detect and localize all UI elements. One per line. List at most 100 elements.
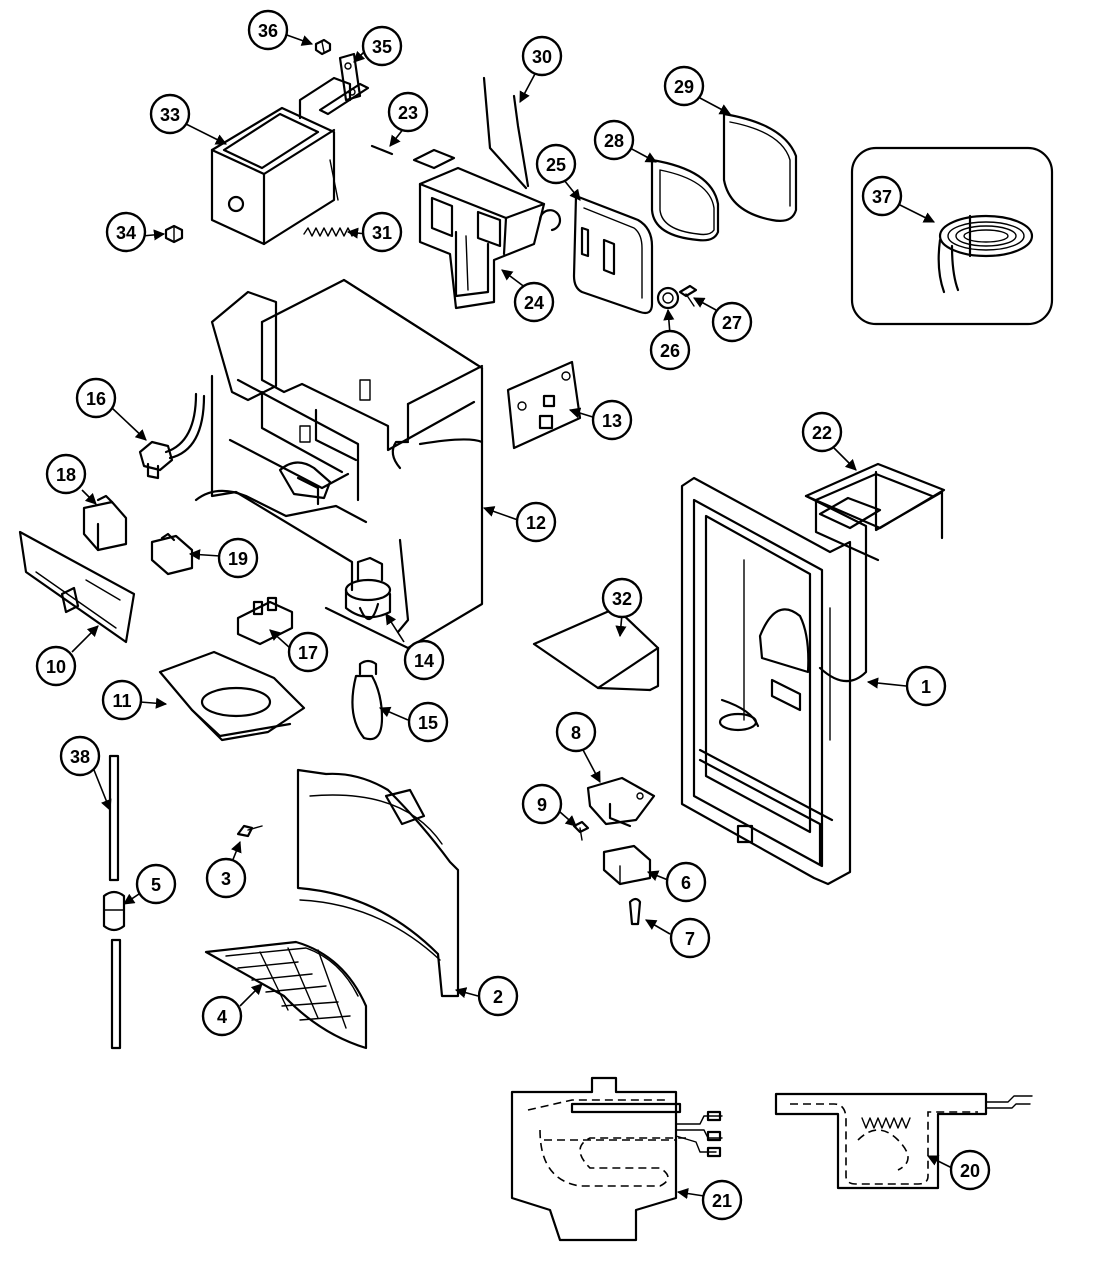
callout-4: 4: [201, 995, 243, 1037]
part-18-switch: [82, 494, 128, 552]
callout-label: 11: [112, 691, 131, 711]
callout-circle: [905, 665, 947, 707]
callout-label: 28: [604, 131, 624, 151]
callout-circle: [201, 995, 243, 1037]
part-29-flap: [722, 112, 798, 222]
callout-label: 26: [660, 341, 680, 361]
part-23-pin: [370, 144, 394, 156]
part-10-panel: [18, 530, 136, 644]
part-3-screw: [236, 824, 263, 838]
part-27-screw: [678, 284, 698, 307]
callout-15: 15: [407, 701, 449, 743]
callout-31: 31: [361, 211, 403, 253]
callout-circle: [521, 35, 563, 77]
callout-30: 30: [521, 35, 563, 77]
callout-label: 21: [712, 1191, 732, 1211]
callout-27: 27: [711, 301, 753, 343]
part-8-bracket: [586, 776, 656, 828]
callout-label: 9: [537, 795, 547, 815]
part-38-tube: [108, 754, 122, 1050]
callout-14: 14: [403, 639, 445, 681]
callout-circle: [287, 631, 329, 673]
part-17-connector: [236, 596, 294, 646]
part-30-wire: [482, 76, 530, 190]
callout-20: 20: [949, 1149, 991, 1191]
part-16-sensor: [138, 392, 206, 480]
callout-label: 20: [960, 1161, 980, 1181]
callout-circle: [601, 577, 643, 619]
callout-36: 36: [247, 9, 289, 51]
callout-28: 28: [593, 119, 635, 161]
part-21-heater: [510, 1076, 723, 1242]
callout-label: 15: [418, 713, 438, 733]
part-22-chute: [804, 462, 946, 562]
callout-circle: [593, 119, 635, 161]
callout-circle: [45, 453, 87, 495]
callout-circle: [649, 329, 691, 371]
callout-circle: [711, 301, 753, 343]
part-20-heater: [774, 1092, 1033, 1190]
callout-label: 24: [524, 293, 544, 313]
callout-circle: [247, 9, 289, 51]
callout-1: 1: [905, 665, 947, 707]
callout-label: 13: [602, 411, 622, 431]
part-15-bulb: [351, 659, 384, 741]
callout-23: 23: [387, 91, 429, 133]
callout-label: 38: [70, 747, 90, 767]
part-4-grille: [204, 940, 368, 1050]
callout-label: 30: [532, 47, 552, 67]
callout-circle: [135, 863, 177, 905]
callout-circle: [361, 25, 403, 67]
callout-29: 29: [663, 65, 705, 107]
callout-label: 7: [685, 929, 695, 949]
callout-circle: [361, 211, 403, 253]
part-33-solenoid: [210, 76, 370, 246]
part-19-switch: [150, 532, 194, 576]
callout-circle: [555, 711, 597, 753]
callout-label: 12: [526, 513, 546, 533]
part-34-screw: [164, 224, 184, 244]
callout-circle: [515, 501, 557, 543]
part-28-gasket: [650, 158, 720, 242]
part-2-panel: [296, 768, 460, 998]
callout-6: 6: [665, 861, 707, 903]
callout-label: 34: [116, 223, 136, 243]
callout-circle: [513, 281, 555, 323]
callout-label: 37: [872, 187, 892, 207]
part-12-housing: [194, 278, 484, 650]
callout-3: 3: [205, 857, 247, 899]
callout-21: 21: [701, 1179, 743, 1221]
callout-label: 31: [372, 223, 392, 243]
callout-circle: [35, 645, 77, 687]
callout-circle: [701, 1179, 743, 1221]
callout-circle: [149, 93, 191, 135]
callout-circle: [669, 917, 711, 959]
callout-label: 32: [612, 589, 632, 609]
callout-35: 35: [361, 25, 403, 67]
callout-label: 14: [414, 651, 434, 671]
callout-34: 34: [105, 211, 147, 253]
callout-label: 18: [56, 465, 76, 485]
callout-19: 19: [217, 537, 259, 579]
callout-5: 5: [135, 863, 177, 905]
callout-13: 13: [591, 399, 633, 441]
callout-38: 38: [59, 735, 101, 777]
callout-circle: [403, 639, 445, 681]
callout-circle: [521, 783, 563, 825]
part-32-shelf: [532, 606, 660, 692]
callout-circle: [101, 679, 143, 721]
callout-24: 24: [513, 281, 555, 323]
callout-label: 36: [258, 21, 278, 41]
callout-22: 22: [801, 411, 843, 453]
callout-circle: [59, 735, 101, 777]
callout-circle: [535, 143, 577, 185]
callout-33: 33: [149, 93, 191, 135]
callout-label: 6: [681, 873, 691, 893]
callout-8: 8: [555, 711, 597, 753]
part-11-tray: [158, 650, 306, 742]
callout-label: 3: [221, 869, 231, 889]
callout-circle: [205, 857, 247, 899]
callout-11: 11: [101, 679, 143, 721]
